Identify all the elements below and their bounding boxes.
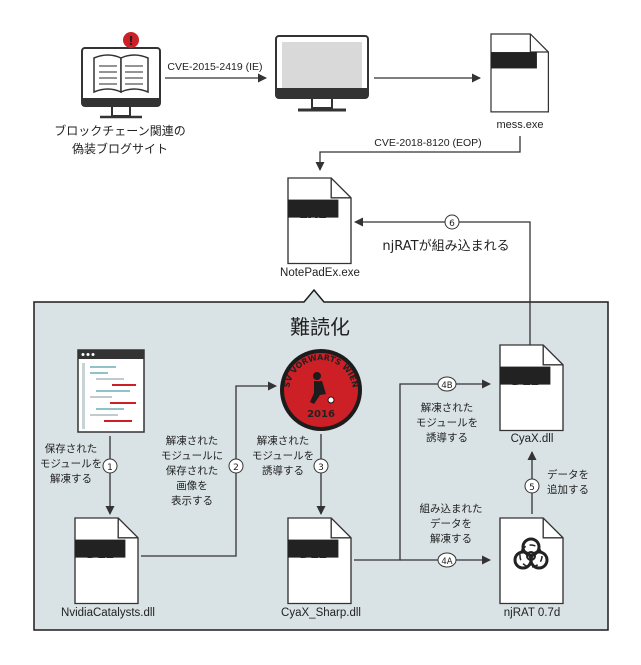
fake-blog-monitor-icon: ! [81,32,161,119]
step-2-number: 2 [233,463,239,473]
step-5-number: 5 [529,483,535,493]
alert-icon [123,32,139,48]
cyax-sharp-badge: DLL [299,547,326,562]
cyax-sharp-dll-file-icon [287,517,352,605]
step-4a-number: 4A [441,557,452,567]
step4b-text-1: 解凍された [421,401,474,414]
step1-text-3: 解凍する [50,472,92,485]
step5-text-1: データを [547,468,589,481]
step4b-text-3: 誘導する [426,431,468,444]
code-window-icon [77,349,145,433]
mess-exe-badge: EXE [501,57,527,71]
step-6-marker [444,214,460,230]
step3-text-2: モジュールを [252,450,314,462]
step2-text-5: 表示する [171,494,213,507]
logo-year: 2016 [307,409,335,420]
step-3-number: 3 [318,463,324,473]
panel-title: 難読化 [290,315,350,339]
step4a-text-3: 解凍する [430,532,472,545]
step-3-marker [313,458,329,474]
step-1-number: 1 [107,463,113,473]
biohazard-icon [513,537,549,570]
cyax-dll-file-icon [499,344,564,432]
mess-exe-file-icon [490,33,550,113]
step-4a-marker [437,552,457,568]
step1-text-1: 保存された [45,442,98,455]
blog-label-line1: ブロックチェーン関連の [54,123,185,138]
cyax-sharp-label: CyaX_Sharp.dll [281,607,361,619]
notepadex-exe-file-icon [287,177,352,265]
svg-text:!: ! [128,34,133,48]
cve-eop-label: CVE-2018-8120 (EOP) [374,137,481,149]
cyax-label: CyaX.dll [511,433,554,445]
victim-monitor-icon [275,35,369,112]
step3-text-1: 解凍された [257,434,310,447]
nvidia-label: NvidiaCatalysts.dll [61,607,155,619]
arrow-exploit-eop [315,136,521,171]
arrow-step-6 [354,217,531,345]
embed-label: njRATが組み込まれる [382,239,509,254]
blog-label-line2: 偽装ブログサイト [72,141,168,156]
step2-text-4: 画像を [176,480,208,492]
step-5-marker [524,478,540,494]
step4a-text-2: データを [430,517,472,530]
step-2-marker [228,458,244,474]
step3-text-3: 誘導する [262,464,304,477]
step-4b-number: 4B [441,381,452,391]
step-4b-marker [437,376,457,392]
step4a-text-1: 組み込まれた [420,502,483,515]
step5-text-2: 追加する [547,483,589,496]
sv-vorwarts-wien-logo: SV VORWARTS WIEN 2016 [280,349,362,431]
mess-exe-label: mess.exe [496,119,543,131]
notepadex-badge: EXE [299,207,327,222]
nvidiacatalysts-dll-file-icon [74,517,139,605]
step4b-text-2: モジュールを [416,417,478,429]
cyax-badge: DLL [511,374,538,389]
step-6-number: 6 [449,219,455,229]
nvidia-badge: DLL [86,547,113,562]
cve-ie-label: CVE-2015-2419 (IE) [167,61,262,73]
step1-text-2: モジュールを [40,458,102,470]
step2-text-2: モジュールに [161,450,223,462]
step2-text-3: 保存された [166,464,219,477]
step2-text-1: 解凍された [166,434,219,447]
step-1-marker [102,458,118,474]
notepadex-label: NotePadEx.exe [280,267,360,279]
njrat-label: njRAT 0.7d [504,607,560,619]
